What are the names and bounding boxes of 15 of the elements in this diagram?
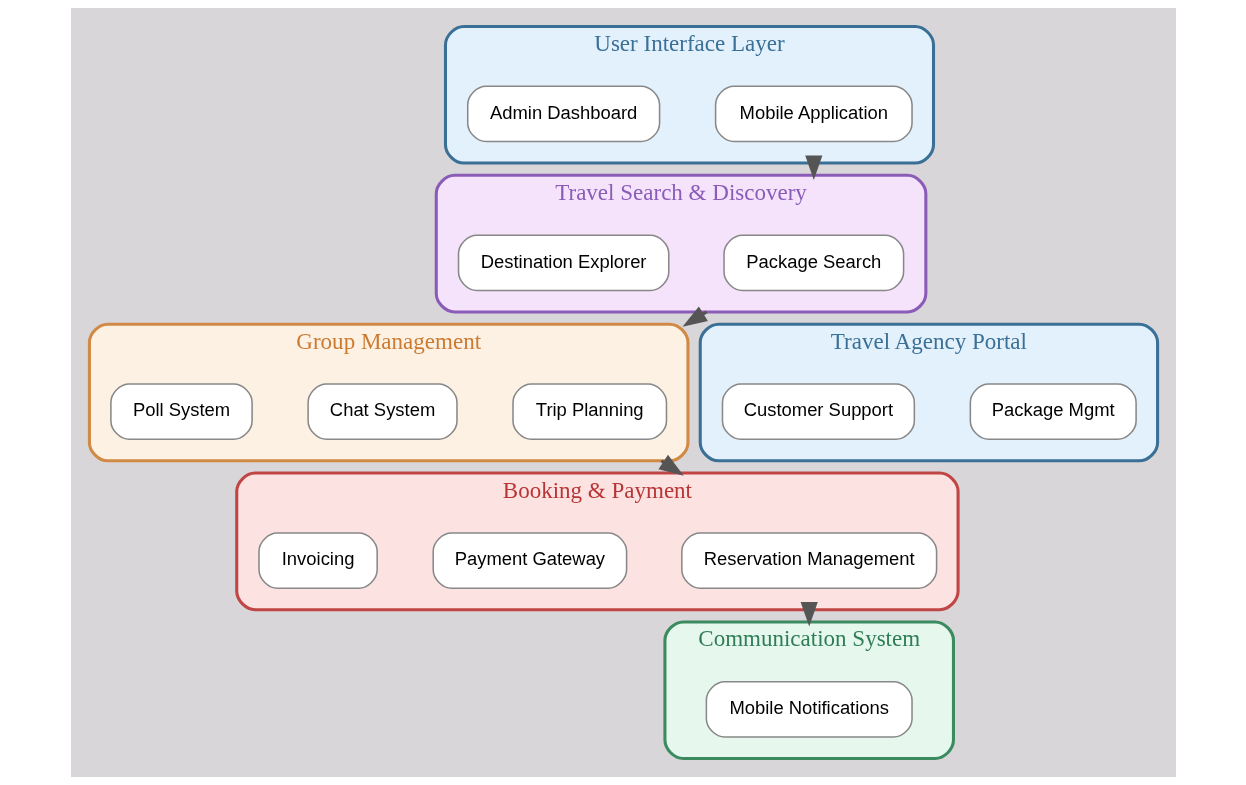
node-box: Admin Dashboard: [466, 85, 660, 143]
node-box: Trip Planning: [511, 383, 667, 441]
node-box: Poll System: [109, 383, 253, 441]
node-box: Mobile Notifications: [705, 681, 913, 738]
node-box: Payment Gateway: [431, 532, 627, 589]
node-box: Customer Support: [721, 383, 915, 441]
arrow: [804, 155, 822, 180]
node-box: Package Search: [722, 234, 904, 292]
node-box: Reservation Management: [680, 532, 937, 589]
node-box: Mobile Application: [714, 85, 913, 143]
node-box: Destination Explorer: [457, 234, 670, 292]
node-box: Package Mgmt: [969, 383, 1137, 441]
node-box: Invoicing: [257, 532, 378, 589]
node-box: Chat System: [306, 383, 458, 441]
arrow: [800, 602, 818, 627]
